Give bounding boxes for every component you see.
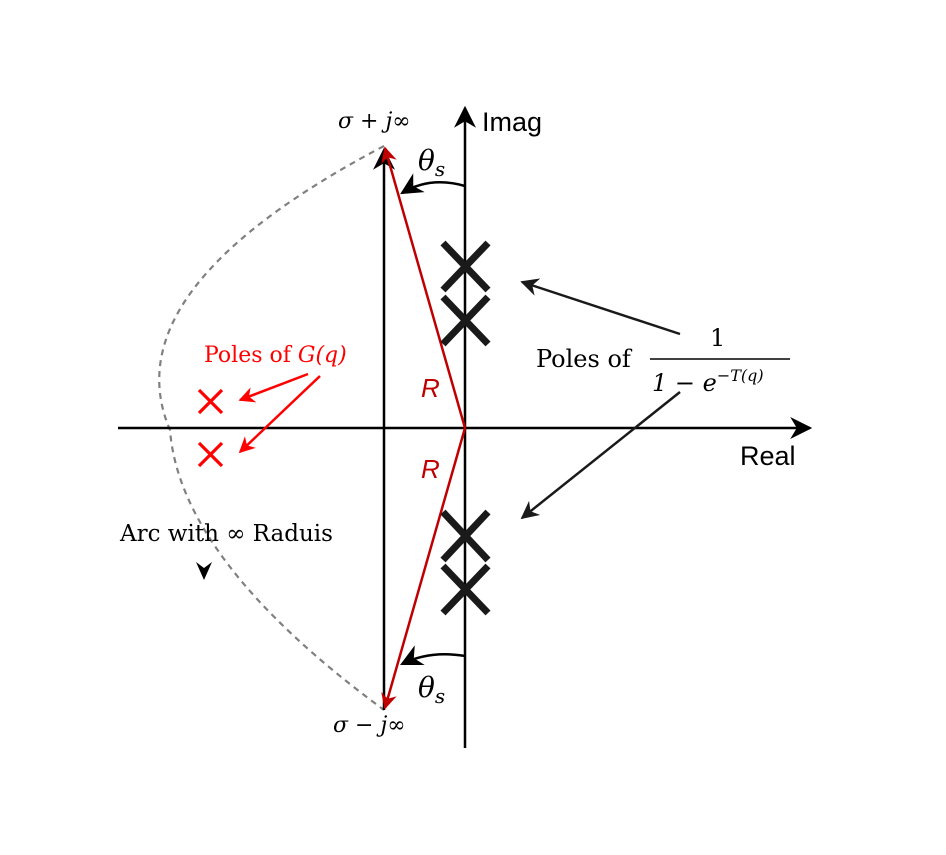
imag-axis-label: Imag bbox=[482, 107, 542, 137]
radius-arrow-upper bbox=[381, 146, 467, 429]
real-axis-label: Real bbox=[740, 441, 796, 471]
theta-upper-label: θs bbox=[418, 144, 445, 181]
infinite-arc bbox=[158, 145, 385, 711]
t-pointer-upper bbox=[520, 278, 681, 336]
t-pole-3 bbox=[440, 509, 491, 563]
g-pole-marks bbox=[197, 388, 224, 468]
theta-lower-label: θs bbox=[418, 671, 445, 708]
g-poles-label: Poles of G(q) bbox=[204, 343, 347, 368]
sigma-bottom-label: σ − j∞ bbox=[333, 713, 406, 738]
arc-direction-arrow bbox=[196, 562, 212, 580]
theta-arc-upper bbox=[400, 173, 466, 195]
g-pointer-2 bbox=[238, 375, 321, 454]
g-pointer-1 bbox=[238, 372, 309, 403]
t-poles-denominator: 1 − e−T(q) bbox=[652, 366, 764, 397]
theta-arc-lower bbox=[400, 645, 466, 666]
radius-arrow-lower bbox=[381, 427, 467, 710]
g-pole-2 bbox=[197, 441, 224, 468]
radius-label-upper: R bbox=[421, 373, 440, 403]
sigma-top-label: σ + j∞ bbox=[338, 109, 411, 134]
t-pointer-lower bbox=[520, 391, 681, 520]
g-pole-1 bbox=[197, 388, 224, 415]
t-poles-numerator: 1 bbox=[710, 324, 725, 352]
t-pole-marks bbox=[440, 240, 491, 616]
arc-label: Arc with ∞ Raduis bbox=[119, 521, 333, 547]
t-pole-1 bbox=[440, 240, 491, 293]
t-pole-2 bbox=[440, 294, 491, 347]
radius-label-lower: R bbox=[421, 454, 440, 484]
t-poles-label-prefix: Poles of bbox=[536, 345, 633, 373]
t-pole-4 bbox=[440, 563, 491, 616]
